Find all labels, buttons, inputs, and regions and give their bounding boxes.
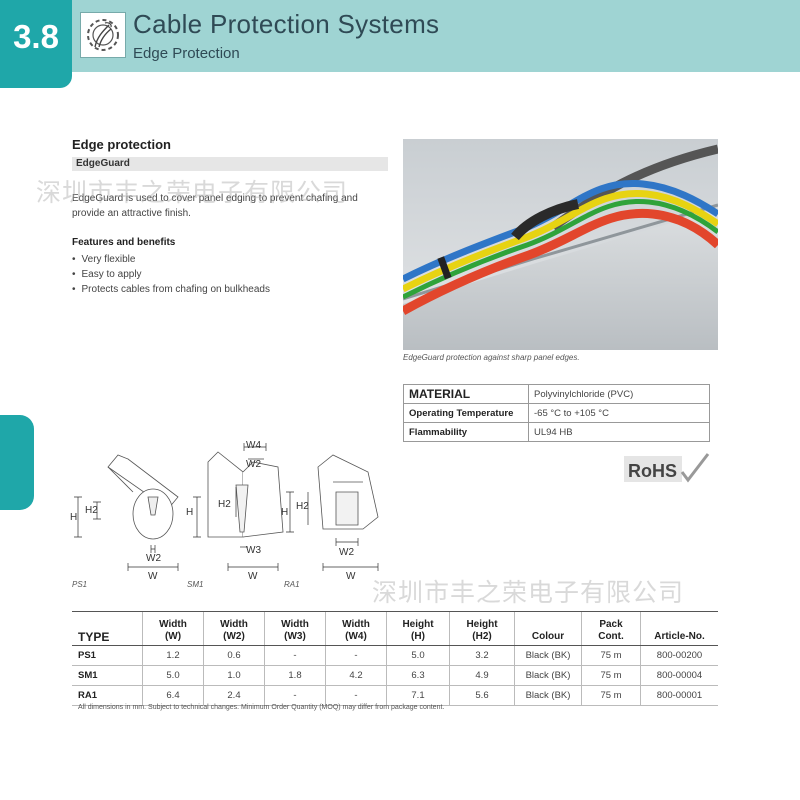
dim-label: H2 bbox=[218, 499, 231, 510]
table-cell: 1.8 bbox=[264, 665, 326, 686]
product-photo bbox=[400, 139, 722, 350]
table-cell: Black (BK) bbox=[514, 645, 582, 666]
rohs-text: RoHS bbox=[628, 461, 677, 481]
dim-label: W3 bbox=[246, 545, 261, 556]
material-table: MATERIAL Polyvinylchloride (PVC) Operati… bbox=[403, 384, 710, 442]
feature-item: Protects cables from chafing on bulkhead… bbox=[72, 282, 270, 297]
features-list: Very flexible Easy to apply Protects cab… bbox=[72, 252, 270, 297]
watermark: 深圳市丰之荣电子有限公司 bbox=[36, 179, 349, 207]
features-heading: Features and benefits bbox=[72, 237, 176, 248]
drawing-caption: SM1 bbox=[187, 580, 204, 589]
profile-drawings: H H2 W2 W W4 W2 H H2 W3 W H H2 W2 W bbox=[68, 437, 408, 582]
col-article: Article-No. bbox=[640, 612, 718, 646]
dim-label: W bbox=[346, 571, 356, 582]
table-cell: 800-00004 bbox=[640, 665, 718, 686]
drawing-caption: RA1 bbox=[284, 580, 300, 589]
table-cell: PS1 bbox=[72, 645, 143, 666]
rohs-logo: RoHS bbox=[624, 452, 710, 484]
spec-table: TYPE Width(W) Width(W2) Width(W3) Width(… bbox=[72, 612, 718, 706]
drawing-caption: PS1 bbox=[72, 580, 88, 589]
table-cell: 0.6 bbox=[203, 645, 265, 666]
table-cell: - bbox=[325, 645, 387, 666]
table-cell: UL94 HB bbox=[528, 422, 710, 442]
photo-caption: EdgeGuard protection against sharp panel… bbox=[403, 353, 580, 362]
dim-label: H2 bbox=[296, 501, 309, 512]
table-cell: SM1 bbox=[72, 665, 143, 686]
table-cell: 800-00001 bbox=[640, 685, 718, 706]
table-cell: 1.2 bbox=[142, 645, 204, 666]
table-cell: 4.9 bbox=[449, 665, 515, 686]
page-title: Cable Protection Systems bbox=[133, 9, 440, 39]
table-row: Flammability UL94 HB bbox=[403, 422, 710, 442]
table-cell: Black (BK) bbox=[514, 665, 582, 686]
col-width-w3: Width(W3) bbox=[264, 612, 326, 646]
col-width-w2: Width(W2) bbox=[203, 612, 265, 646]
dim-label: H bbox=[281, 507, 288, 518]
table-cell: Black (BK) bbox=[514, 685, 582, 706]
table-cell: 800-00200 bbox=[640, 645, 718, 666]
section-tab bbox=[0, 0, 72, 88]
table-header-row: TYPE Width(W) Width(W2) Width(W3) Width(… bbox=[72, 612, 718, 646]
dim-label: H bbox=[70, 512, 77, 523]
table-row: MATERIAL Polyvinylchloride (PVC) bbox=[403, 384, 710, 404]
col-colour: Colour bbox=[514, 612, 582, 646]
product-name: EdgeGuard bbox=[76, 158, 130, 169]
product-bar bbox=[72, 157, 388, 171]
table-cell: 6.3 bbox=[386, 665, 450, 686]
col-height-h2: Height(H2) bbox=[449, 612, 515, 646]
table-cell: Flammability bbox=[403, 422, 529, 442]
dim-label: W2 bbox=[339, 547, 354, 558]
watermark: 深圳市丰之荣电子有限公司 bbox=[372, 579, 685, 607]
dim-label: W bbox=[148, 571, 158, 582]
table-cell: 1.0 bbox=[203, 665, 265, 686]
feature-item: Easy to apply bbox=[72, 267, 270, 282]
footnote: All dimensions in mm. Subject to technic… bbox=[78, 704, 445, 711]
dim-label: H bbox=[186, 507, 193, 518]
table-cell: 3.2 bbox=[449, 645, 515, 666]
dim-label: W4 bbox=[246, 440, 261, 451]
side-tab bbox=[0, 415, 34, 510]
table-row: Operating Temperature -65 °C to +105 °C bbox=[403, 403, 710, 423]
table-cell: 6.4 bbox=[142, 685, 204, 706]
dim-label: W2 bbox=[146, 553, 161, 564]
table-row: RA1 6.4 2.4 - - 7.1 5.6 Black (BK) 75 m … bbox=[72, 685, 718, 706]
section-number: 3.8 bbox=[13, 18, 59, 55]
table-cell: -65 °C to +105 °C bbox=[528, 403, 710, 423]
table-cell: 75 m bbox=[581, 645, 641, 666]
table-row: PS1 1.2 0.6 - - 5.0 3.2 Black (BK) 75 m … bbox=[72, 645, 718, 666]
feature-item: Very flexible bbox=[72, 252, 270, 267]
table-cell: 75 m bbox=[581, 665, 641, 686]
col-height-h: Height(H) bbox=[386, 612, 450, 646]
table-cell: - bbox=[264, 685, 326, 706]
dim-label: W bbox=[248, 571, 258, 582]
table-cell: 75 m bbox=[581, 685, 641, 706]
table-cell: - bbox=[264, 645, 326, 666]
table-cell: 2.4 bbox=[203, 685, 265, 706]
table-cell: Operating Temperature bbox=[403, 403, 529, 423]
header-band bbox=[72, 0, 800, 72]
table-cell: Polyvinylchloride (PVC) bbox=[528, 384, 710, 404]
table-cell: RA1 bbox=[72, 685, 143, 706]
table-cell: 5.0 bbox=[386, 645, 450, 666]
col-width-w4: Width(W4) bbox=[325, 612, 387, 646]
table-row: SM1 5.0 1.0 1.8 4.2 6.3 4.9 Black (BK) 7… bbox=[72, 665, 718, 686]
section-heading: Edge protection bbox=[72, 137, 171, 152]
table-cell: MATERIAL bbox=[403, 384, 529, 404]
product-description: EdgeGuard is used to cover panel edging … bbox=[72, 193, 358, 219]
table-cell: 4.2 bbox=[325, 665, 387, 686]
col-type: TYPE bbox=[72, 612, 143, 646]
col-width-w: Width(W) bbox=[142, 612, 204, 646]
table-top-rule bbox=[72, 611, 718, 612]
table-cell: - bbox=[325, 685, 387, 706]
table-cell: 7.1 bbox=[386, 685, 450, 706]
dim-label: H2 bbox=[85, 505, 98, 516]
gear-hand-icon bbox=[80, 12, 126, 58]
table-cell: 5.6 bbox=[449, 685, 515, 706]
table-cell: 5.0 bbox=[142, 665, 204, 686]
page-subtitle: Edge Protection bbox=[133, 45, 240, 62]
dim-label: W2 bbox=[246, 459, 261, 470]
